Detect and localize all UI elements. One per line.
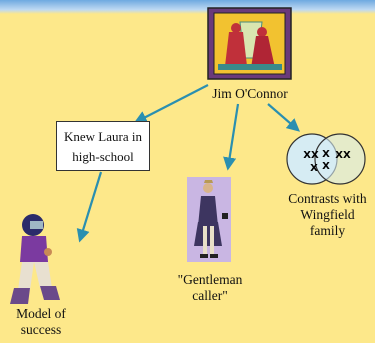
node-contrasts-label: Contrasts with Wingfield family — [280, 191, 375, 239]
contrasts-line2: Wingfield — [300, 207, 355, 222]
node-model-of-success-label: Model of success — [6, 306, 76, 338]
model-line2: success — [20, 322, 62, 337]
node-jim-oconnor-label: Jim O'Connor — [212, 86, 288, 101]
gentleman-line1: "Gentleman — [177, 272, 243, 287]
contrasts-line3: family — [309, 223, 346, 238]
node-gentleman-caller-label: "Gentleman caller" — [170, 272, 250, 304]
arrow-to-knew-laura — [133, 84, 209, 124]
venn-right-circle — [314, 133, 366, 185]
gentleman-line2: caller" — [192, 288, 228, 303]
venn-center-lower-mark: X — [322, 161, 330, 172]
model-line1: Model of — [16, 306, 66, 321]
knew-line2: high-school — [72, 149, 134, 164]
venn-center-upper-mark: X — [322, 149, 330, 160]
venn-left-lower-mark: X — [310, 163, 318, 174]
arrow-to-gentleman — [223, 103, 240, 171]
arrow-to-model — [76, 171, 103, 243]
knew-line1: Knew Laura in — [64, 129, 142, 144]
node-knew-laura: Knew Laura in high-school — [56, 121, 150, 171]
contrasts-line1: Contrasts with — [288, 191, 367, 206]
gentleman-clipart — [187, 177, 231, 262]
venn-right-mark: XX — [335, 150, 351, 161]
venn-left-mark: XX — [303, 150, 319, 161]
venn-diagram: XX X X X XX — [286, 133, 366, 185]
football-player-clipart — [10, 214, 60, 304]
jim-oconnor-clipart — [207, 7, 292, 80]
arrow-to-contrasts — [267, 103, 300, 132]
